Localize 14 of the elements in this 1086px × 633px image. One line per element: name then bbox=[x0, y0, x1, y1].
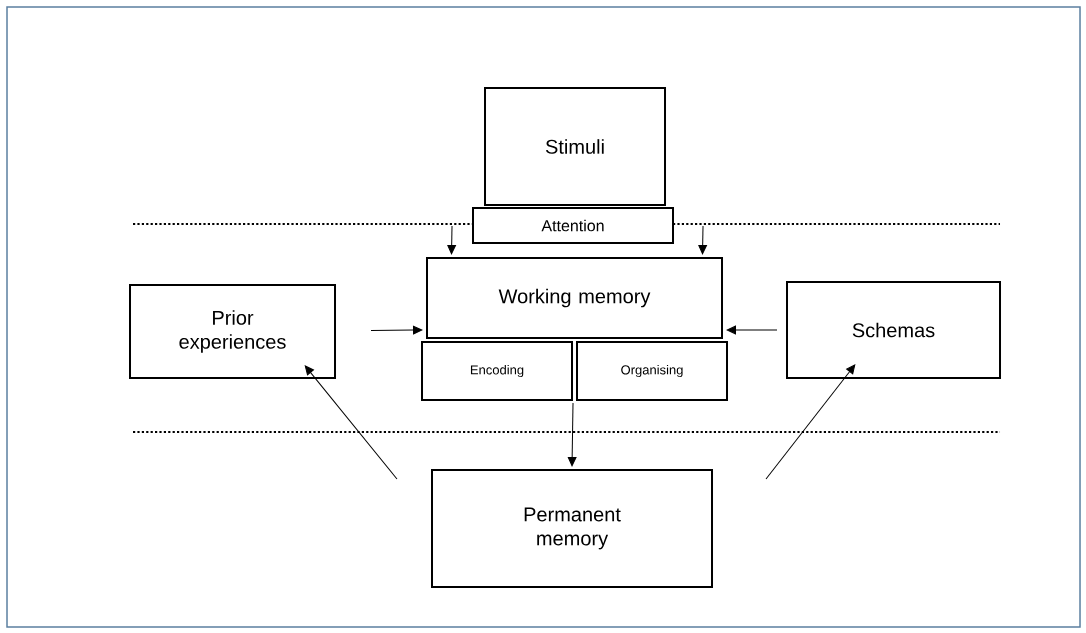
arrow bbox=[698, 225, 707, 255]
arrow bbox=[370, 325, 423, 335]
process-box: Organising bbox=[576, 341, 728, 401]
process-box: Attention bbox=[472, 207, 674, 244]
arrow bbox=[304, 365, 398, 480]
process-box: Working memory bbox=[426, 257, 723, 339]
process-box: Permanent memory bbox=[431, 469, 713, 588]
arrow bbox=[765, 364, 856, 480]
arrow bbox=[447, 225, 456, 255]
process-box: Encoding bbox=[421, 341, 573, 401]
arrow bbox=[726, 325, 778, 335]
process-box: Prior experiences bbox=[129, 284, 336, 379]
process-box: Schemas bbox=[786, 281, 1001, 379]
arrow bbox=[567, 402, 577, 467]
